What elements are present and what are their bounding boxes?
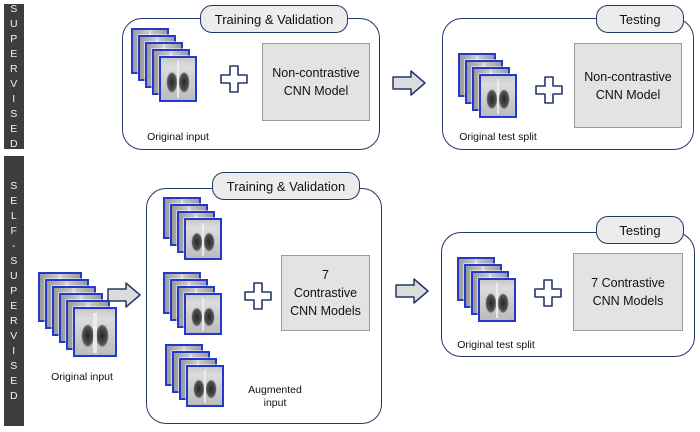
sidebar-letter: E [10, 374, 18, 387]
sidebar-letter: U [9, 269, 19, 282]
sidebar-letter: I [12, 344, 16, 357]
chest-xray-image [184, 218, 222, 260]
sidebar-letter: S [10, 254, 18, 267]
supervised-testing-header: Testing [596, 5, 684, 33]
augmented-input-caption: Augmented input [248, 384, 302, 409]
self-testing-header: Testing [596, 216, 684, 244]
self-test-image-stack [457, 257, 516, 322]
sidebar-letter: D [9, 137, 19, 150]
sidebar-letter: S [10, 107, 18, 120]
sidebar-letter: S [10, 179, 18, 192]
sidebar-letter: P [10, 284, 18, 297]
sidebar-letter: - [12, 239, 16, 252]
supervised-train-image-stack [131, 28, 197, 102]
sidebar-letter: U [9, 17, 19, 30]
sidebar-letter: E [10, 47, 18, 60]
sidebar-letter: D [9, 389, 19, 402]
sidebar-letter: E [10, 194, 18, 207]
self-test-model-box: 7 Contrastive CNN Models [573, 253, 683, 331]
sidebar-letter: V [10, 329, 18, 342]
sidebar-letter: E [10, 299, 18, 312]
self-training-header: Training & Validation [212, 172, 360, 200]
self-input-caption: Original input [51, 371, 113, 383]
sidebar-letter: E [10, 122, 18, 135]
sidebar-letter: S [10, 359, 18, 372]
right-arrow-icon [107, 282, 141, 313]
chest-xray-image [73, 307, 117, 357]
sidebar-letter: R [9, 314, 19, 327]
self-test-caption: Original test split [457, 339, 535, 351]
supervised-train-model-box: Non-contrastive CNN Model [262, 43, 370, 121]
sidebar-letter: P [10, 32, 18, 45]
plus-icon [534, 279, 562, 312]
sidebar-letter: R [9, 62, 19, 75]
sidebar-letter: S [10, 2, 18, 15]
chest-xray-image [159, 56, 197, 102]
self-input-image-stack [38, 272, 117, 357]
supervised-test-caption: Original test split [459, 131, 537, 143]
plus-icon [535, 76, 563, 109]
supervised-training-header: Training & Validation [200, 5, 348, 33]
sidebar-letter: L [10, 209, 18, 222]
chest-xray-image [478, 278, 516, 322]
supervised-test-image-stack [458, 53, 517, 118]
sidebar-letter: I [12, 92, 16, 105]
chest-xray-image [186, 365, 224, 407]
chest-xray-image [184, 293, 222, 335]
sidebar-letter: V [10, 77, 18, 90]
sidebar-letter: F [10, 224, 18, 237]
augmented-image-stack [165, 344, 224, 407]
self-train-image-stack-1 [163, 197, 222, 260]
self-train-model-box: 7 Contrastive CNN Models [281, 255, 370, 331]
self-train-image-stack-2 [163, 272, 222, 335]
right-arrow-icon [392, 70, 426, 101]
right-arrow-icon [395, 278, 429, 309]
chest-xray-image [479, 74, 517, 118]
plus-icon [220, 65, 248, 98]
supervised-train-caption: Original input [147, 131, 209, 143]
supervised-test-model-box: Non-contrastive CNN Model [574, 43, 682, 128]
plus-icon [244, 282, 272, 315]
